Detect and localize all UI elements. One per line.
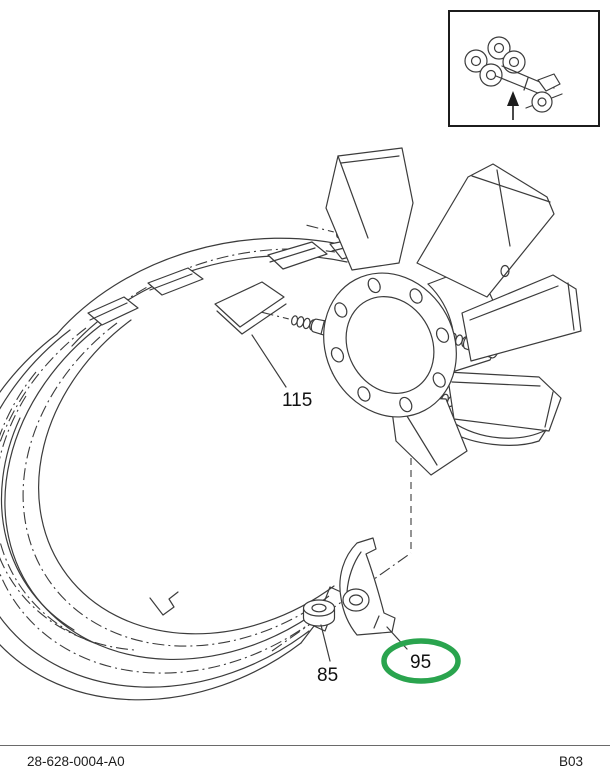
fan-hub-flange	[323, 272, 457, 418]
shroud-tab	[87, 296, 139, 326]
chassis-rear-wheels	[464, 36, 526, 87]
page-code: B03	[558, 754, 583, 769]
callout-label-95: 95	[410, 652, 431, 673]
highlight-ellipse	[381, 638, 461, 684]
mounting-nut	[302, 599, 336, 627]
shroud-tab	[267, 241, 328, 270]
fan-blade	[325, 147, 414, 271]
mounting-bracket	[339, 537, 396, 636]
truck-chassis-locator-icon	[464, 36, 563, 120]
callout-115: 115	[251, 334, 312, 411]
callout-85: 85	[317, 624, 338, 686]
vehicle-locator-inset	[448, 10, 600, 127]
document-number: 28-628-0004-A0	[27, 754, 125, 769]
bracket-boss	[342, 588, 370, 612]
up-arrow-icon	[507, 91, 519, 120]
shroud-tab	[147, 267, 204, 296]
callout-95: 95	[381, 626, 461, 684]
page-footer: 28-628-0004-A0 B03	[0, 745, 610, 777]
chassis-front-wheel	[531, 91, 553, 113]
chassis-frame	[495, 65, 563, 109]
leader-line	[251, 334, 287, 388]
assembly-center-lines	[271, 458, 412, 652]
fan-shroud	[0, 235, 384, 701]
leader-line	[320, 624, 331, 662]
fan-blade	[446, 371, 562, 446]
fan-blade	[461, 274, 582, 362]
engine-fan	[259, 147, 582, 476]
blade-rivet-hole	[500, 264, 510, 278]
callout-label-115: 115	[282, 390, 312, 411]
shroud-tab	[214, 281, 287, 335]
bracket-hole	[348, 594, 364, 606]
callout-label-85: 85	[317, 665, 338, 686]
fan-blade	[416, 163, 555, 298]
